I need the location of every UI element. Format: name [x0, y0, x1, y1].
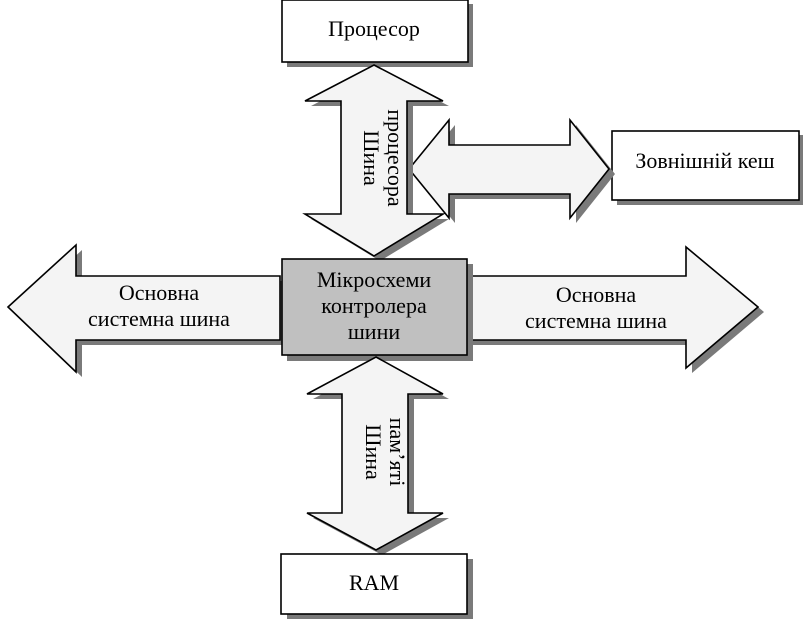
system-bus-left-label-2: системна шина: [88, 306, 230, 331]
system-bus-right-label-2: системна шина: [525, 308, 667, 333]
system-bus-right-label-1: Основна: [556, 282, 637, 307]
controller-box: Мікросхеми контролера шини: [281, 258, 473, 361]
system-bus-left-label-1: Основна: [119, 280, 200, 305]
system-bus-right-arrow: Основна системна шина: [466, 245, 764, 373]
ram-box: RAM: [280, 553, 473, 619]
processor-bus-label-1: Шина: [359, 130, 384, 186]
memory-bus-label-1: Шина: [361, 424, 386, 480]
controller-label-2: контролера: [321, 293, 427, 318]
memory-bus-label-2: пам’яті: [385, 418, 410, 487]
memory-bus-arrow: Шина пам’яті: [306, 356, 449, 555]
controller-label-1: Мікросхеми: [317, 267, 432, 292]
processor-label: Процесор: [328, 16, 420, 41]
cache-bus-arrow: [407, 117, 615, 223]
external-cache-label: Зовнішній кеш: [635, 148, 774, 173]
controller-label-3: шини: [348, 319, 400, 344]
system-bus-left-arrow: Основна системна шина: [6, 243, 286, 377]
processor-box: Процесор: [281, 0, 473, 67]
external-cache-box: Зовнішній кеш: [611, 130, 803, 205]
ram-label: RAM: [349, 570, 399, 595]
processor-bus-arrow: Шина процесора: [302, 64, 449, 261]
processor-bus-label-2: процесора: [383, 109, 408, 207]
